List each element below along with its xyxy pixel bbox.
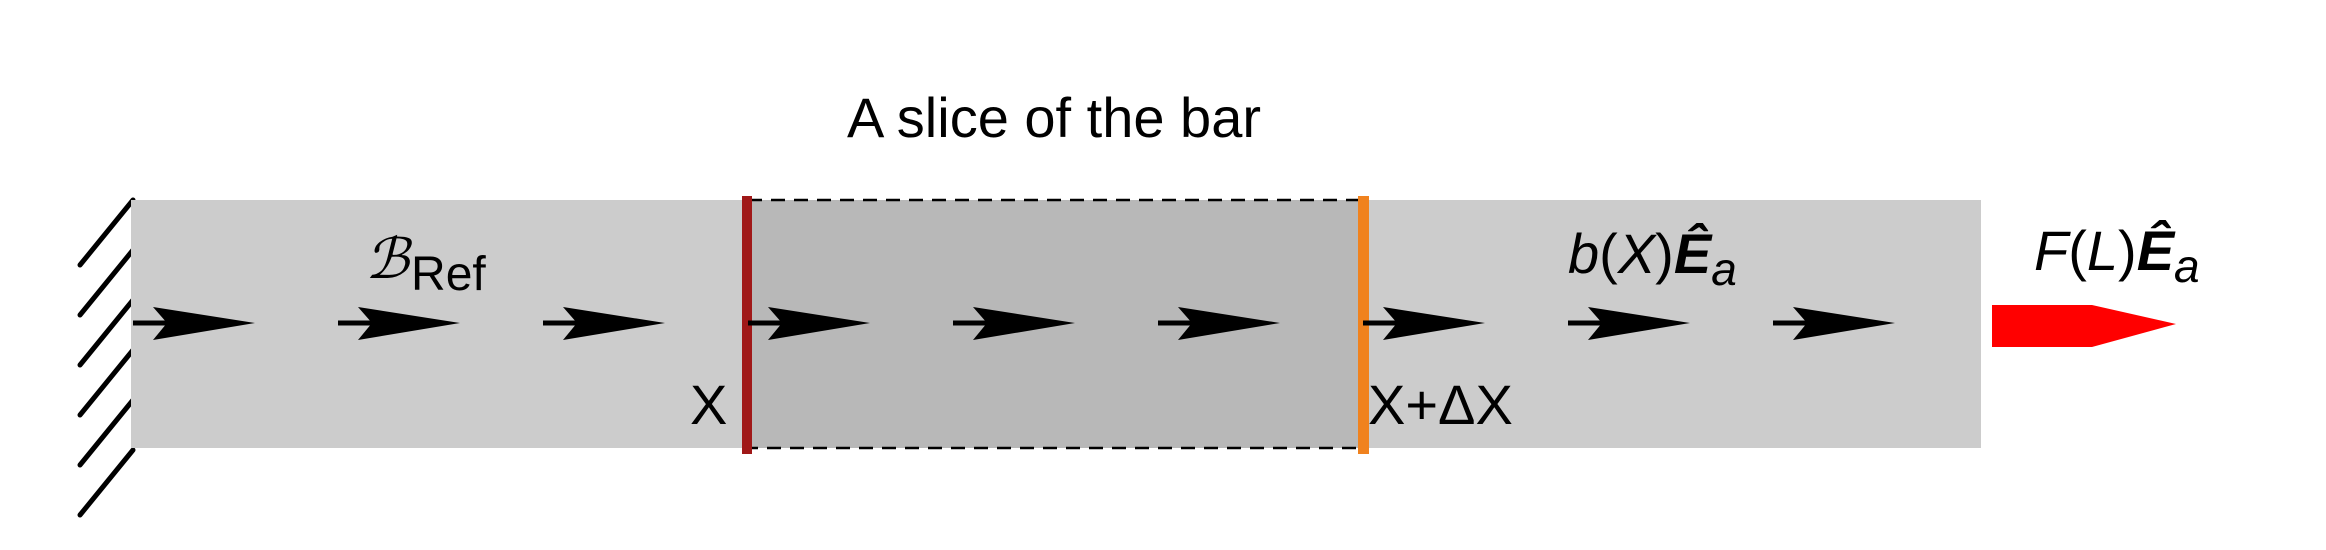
body-force-close-paren: ) (1655, 222, 1674, 285)
slice-start-label: X (690, 373, 727, 436)
body-force-arrow (338, 307, 460, 340)
end-force-arg: L (2087, 219, 2118, 282)
end-force-arrow (1992, 305, 2176, 347)
end-force-label: F(L)Êa (2034, 219, 2200, 292)
body-force-arrow (1568, 307, 1690, 340)
body-force-arrow (133, 307, 255, 340)
body-force-subscript: a (1711, 243, 1737, 295)
body-force-arrows (133, 307, 1895, 340)
body-force-arrow (748, 307, 870, 340)
end-force-unit-vector: Ê (2137, 219, 2176, 282)
end-force-func: F (2034, 219, 2071, 282)
body-force-unit-vector: Ê (1674, 222, 1713, 285)
body-region-subscript: Ref (411, 248, 486, 301)
slice-title: A slice of the bar (847, 86, 1261, 149)
end-force-open-paren: ( (2068, 219, 2087, 282)
body-region-symbol: ℬ (365, 227, 413, 292)
end-force-close-paren: ) (2118, 219, 2137, 282)
body-force-arg: X (1616, 222, 1658, 285)
body-force-arrow (1363, 307, 1485, 340)
body-region-label: ℬRef (365, 227, 486, 301)
body-force-arrow (543, 307, 665, 340)
body-force-label: b(X)Êa (1568, 222, 1737, 295)
body-force-open-paren: ( (1599, 222, 1618, 285)
fixed-wall-support (77, 197, 136, 518)
body-force-func: b (1568, 222, 1599, 285)
slice-left-edge-marker (742, 196, 752, 454)
slice-end-label: X+ΔX (1368, 373, 1513, 436)
body-force-arrow (953, 307, 1075, 340)
body-force-arrow (1773, 307, 1895, 340)
end-force-subscript: a (2174, 240, 2200, 292)
body-force-arrow (1158, 307, 1280, 340)
